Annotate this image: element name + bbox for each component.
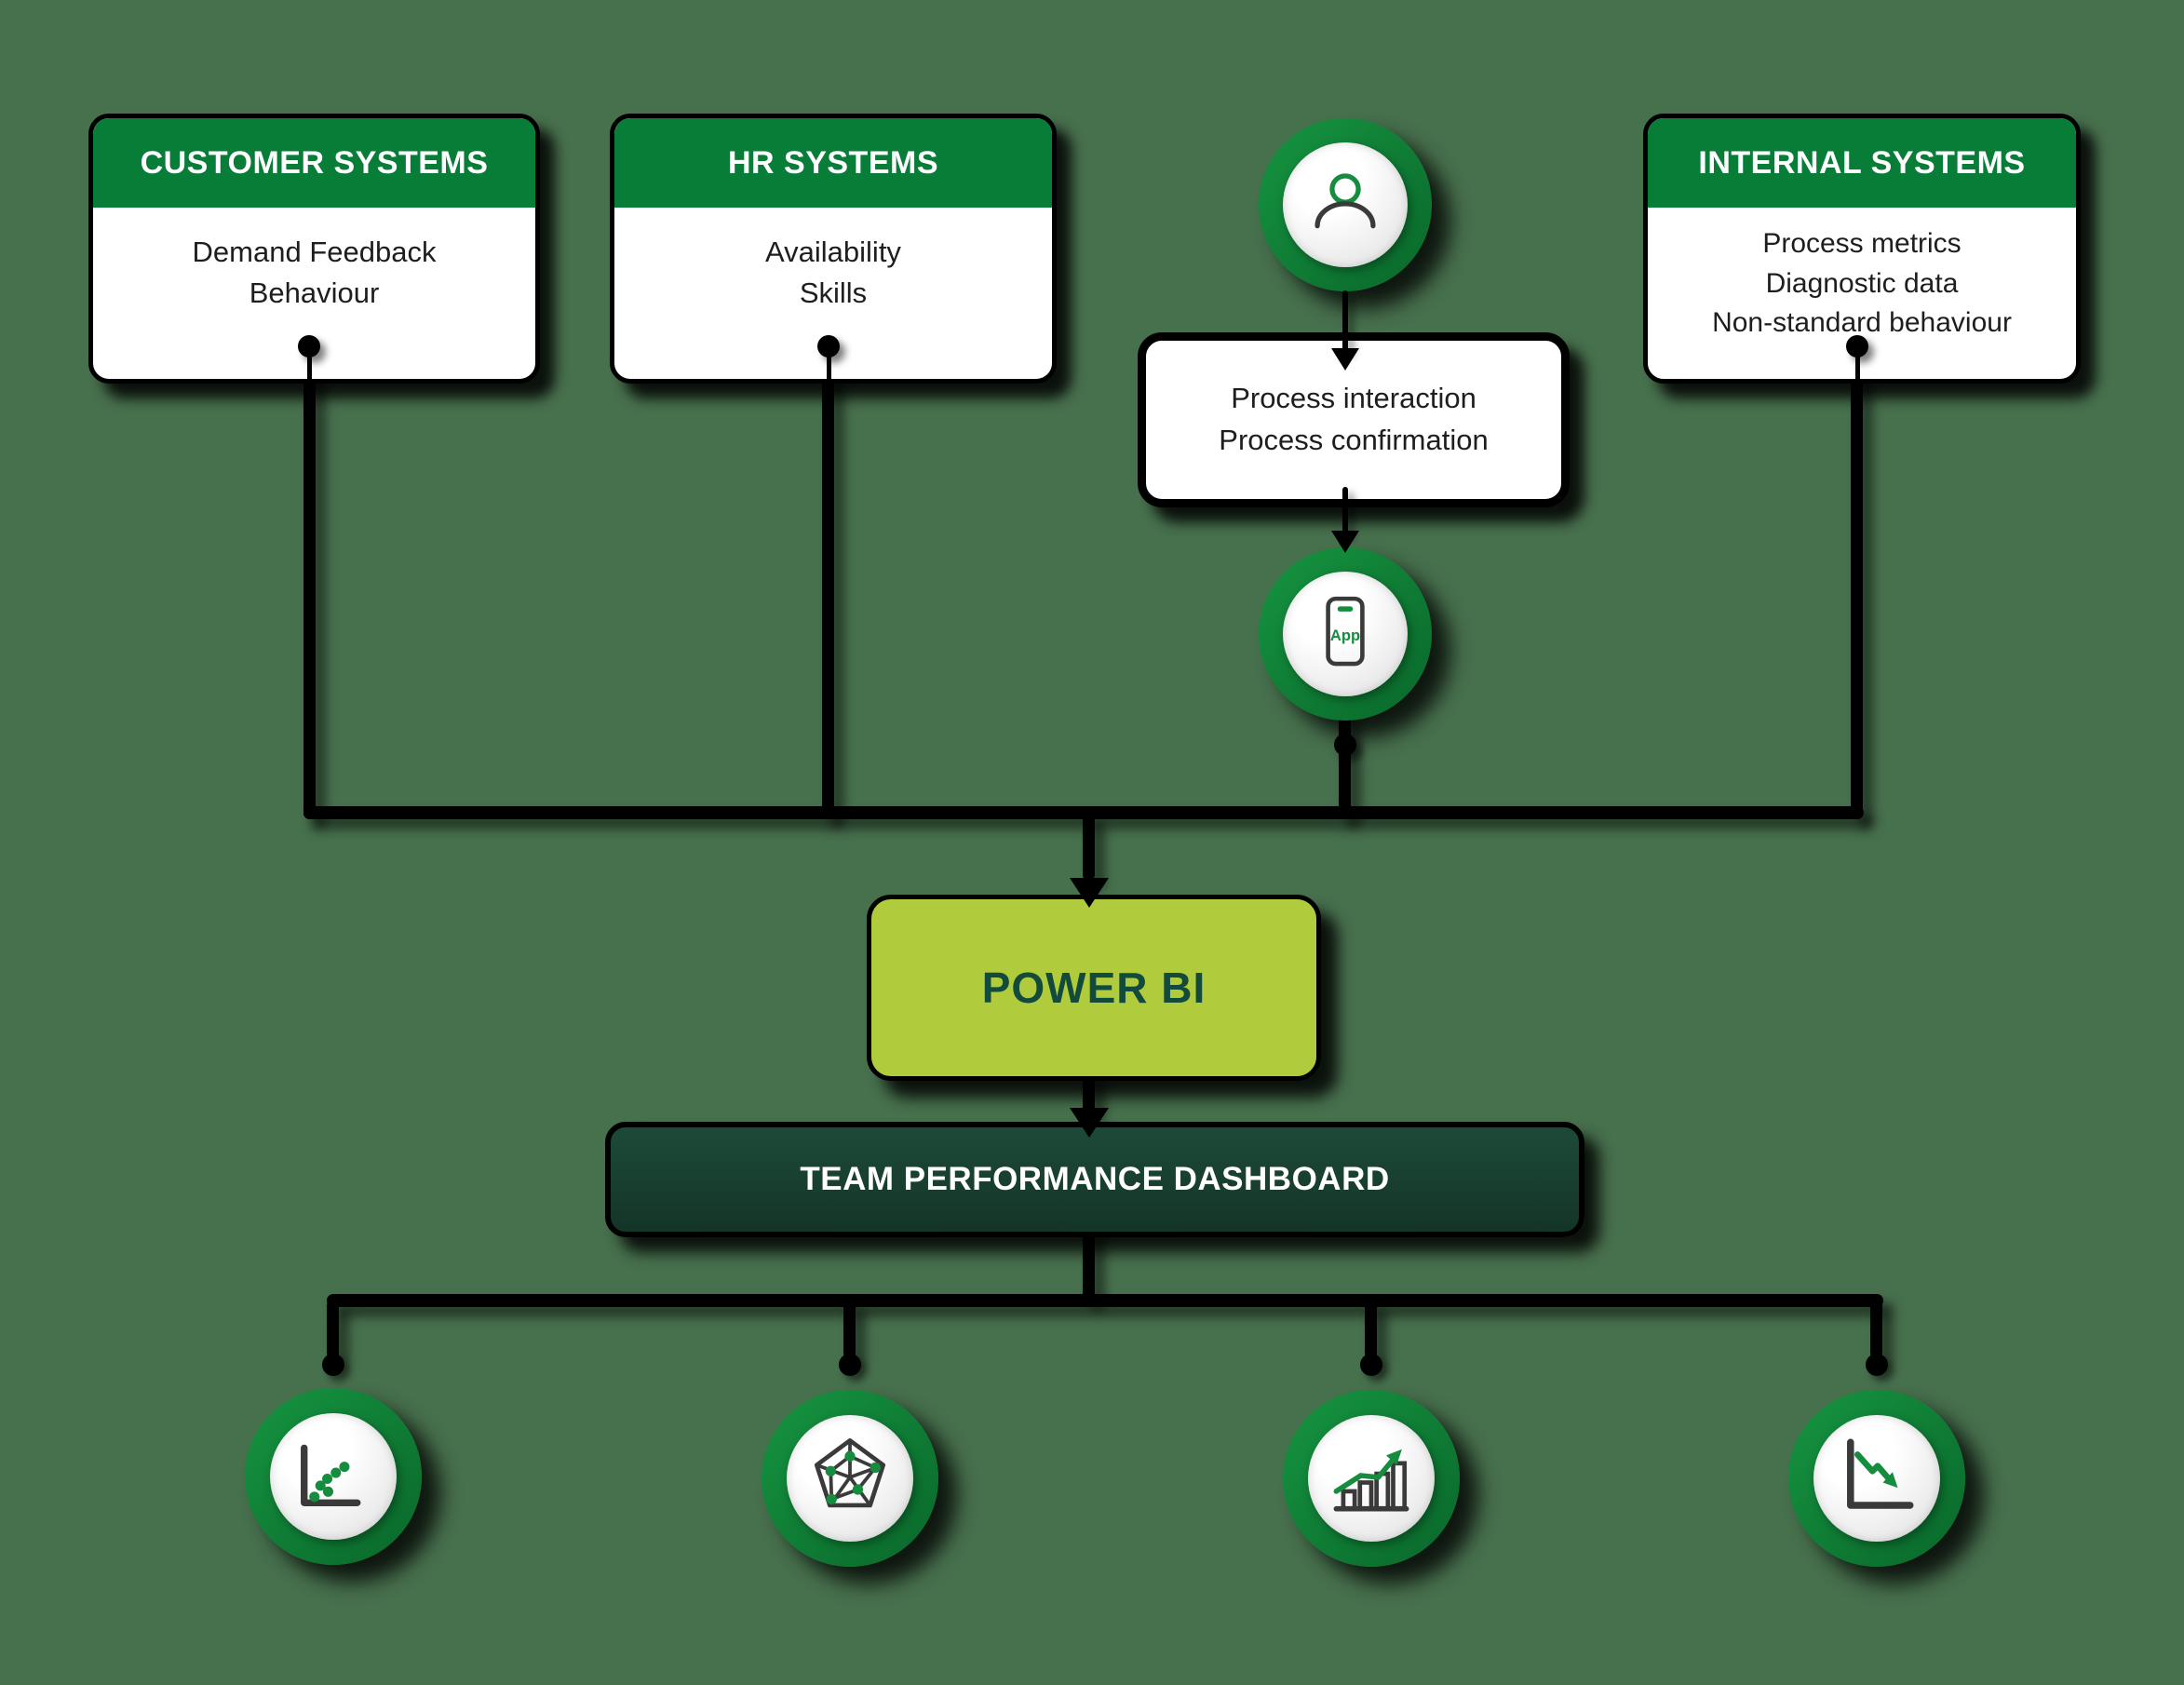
wire-drop-output4	[1870, 1300, 1882, 1359]
hr-systems-title: HR SYSTEMS	[727, 144, 939, 181]
wire-process-to-app	[1342, 487, 1348, 535]
scatter-chart-icon	[290, 1431, 376, 1521]
port-dot-output1	[322, 1354, 344, 1376]
wire-customer-down	[303, 365, 316, 819]
customer-line-2: Behaviour	[249, 276, 380, 310]
arrowhead-into-powerbi	[1070, 878, 1109, 908]
customer-systems-header: CUSTOMER SYSTEMS	[93, 118, 535, 208]
port-dot-app	[1334, 734, 1356, 756]
hr-systems-body: Availability Skills	[614, 208, 1052, 314]
arrowhead-into-app	[1331, 531, 1359, 553]
port-dot-output4	[1866, 1354, 1888, 1376]
output-circle-bars	[1283, 1390, 1460, 1567]
port-dot-output2	[839, 1354, 861, 1376]
customer-line-1: Demand Feedback	[192, 236, 437, 268]
hr-line-2: Skills	[799, 276, 868, 310]
wire-dashboard-down	[1083, 1223, 1095, 1301]
power-bi-box: POWER BI	[867, 895, 1321, 1081]
port-stub-customer	[307, 354, 312, 382]
output-circle-scatter	[245, 1388, 422, 1565]
app-circle: App	[1259, 547, 1432, 721]
customer-systems-box: CUSTOMER SYSTEMS Demand Feedback Behavio…	[88, 114, 540, 384]
internal-line-3: Non-standard behaviour	[1712, 307, 2012, 339]
process-line-1: Process interaction	[1231, 382, 1476, 415]
output-circle-radar	[762, 1390, 938, 1567]
port-dot-hr	[817, 335, 840, 357]
port-stub-internal	[1855, 354, 1860, 382]
smartphone-app-icon: App	[1302, 589, 1388, 680]
customer-systems-title: CUSTOMER SYSTEMS	[140, 144, 489, 181]
port-dot-customer	[298, 335, 320, 357]
wire-drop-output1	[327, 1300, 339, 1359]
internal-systems-body: Process metrics Diagnostic data Non-stan…	[1648, 208, 2076, 344]
port-stub-hr	[827, 354, 831, 382]
hr-line-1: Availability	[765, 236, 901, 268]
wire-internal-down	[1851, 365, 1863, 819]
bar-chart-growth-icon	[1328, 1432, 1415, 1524]
wire-bus-bottom	[327, 1294, 1883, 1307]
internal-line-1: Process metrics	[1762, 228, 1962, 259]
port-dot-output3	[1360, 1354, 1382, 1376]
person-icon	[1304, 162, 1386, 249]
wire-drop-output3	[1365, 1300, 1377, 1359]
wire-drop-output2	[843, 1300, 856, 1359]
process-line-2: Process confirmation	[1219, 424, 1489, 456]
internal-line-2: Diagnostic data	[1765, 267, 1959, 299]
wire-bus-to-powerbi	[1083, 812, 1095, 881]
internal-systems-header: INTERNAL SYSTEMS	[1648, 118, 2076, 208]
output-circle-decline	[1788, 1390, 1965, 1567]
svg-text:App: App	[1330, 627, 1360, 644]
arrowhead-into-process	[1331, 348, 1359, 371]
wire-hr-down	[822, 365, 834, 819]
hr-systems-header: HR SYSTEMS	[614, 118, 1052, 208]
wire-app-down	[1339, 708, 1351, 819]
power-bi-label: POWER BI	[981, 964, 1207, 1012]
port-dot-internal	[1846, 335, 1868, 357]
internal-systems-title: INTERNAL SYSTEMS	[1698, 144, 2026, 181]
person-circle	[1259, 118, 1432, 291]
customer-systems-body: Demand Feedback Behaviour	[93, 208, 535, 314]
radar-chart-icon	[806, 1432, 894, 1524]
wire-person-to-process	[1342, 290, 1348, 352]
dashboard-label: TEAM PERFORMANCE DASHBOARD	[800, 1161, 1390, 1197]
line-chart-decline-icon	[1833, 1432, 1921, 1524]
arrowhead-into-dashboard	[1070, 1108, 1109, 1138]
team-performance-dashboard-bar: TEAM PERFORMANCE DASHBOARD	[605, 1122, 1584, 1237]
